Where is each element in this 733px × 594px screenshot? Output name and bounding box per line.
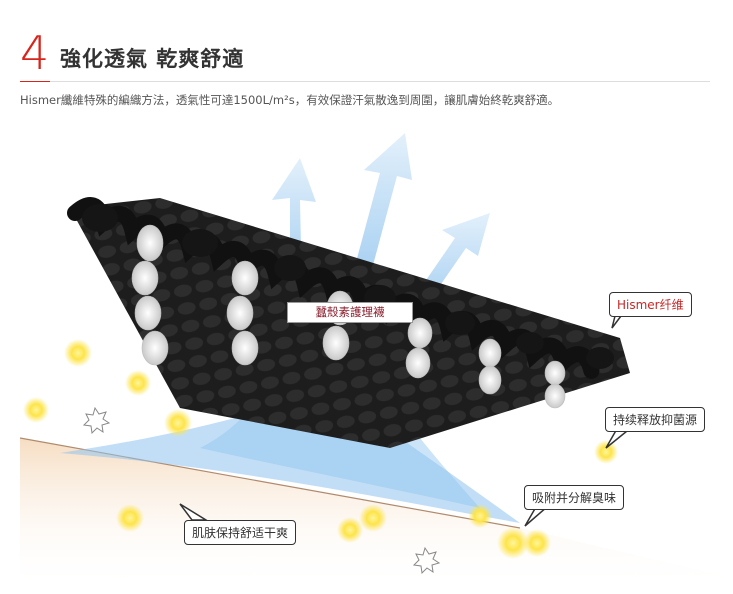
description-text: Hismer纖維特殊的編織方法，透氣性可達1500L/m²s，有效保證汗氣散逸到… bbox=[20, 93, 560, 107]
section-number: 4 bbox=[20, 26, 50, 80]
callout-antibacterial: 持续释放抑菌源 bbox=[605, 407, 706, 432]
header-divider bbox=[20, 81, 710, 82]
airflow-skin bbox=[60, 388, 520, 523]
odor-particles bbox=[82, 406, 441, 575]
illustration-svg bbox=[19, 133, 733, 590]
callout-skin: 肌肤保持舒适干爽 bbox=[184, 520, 297, 545]
product-label: 蠶殼素護理襪 bbox=[287, 302, 413, 323]
section-header: 4 強化透氣 乾爽舒適 bbox=[20, 26, 720, 82]
breathability-illustration bbox=[0, 118, 733, 590]
callout-odor: 吸附并分解臭味 bbox=[524, 485, 625, 510]
section-title: 強化透氣 乾爽舒適 bbox=[60, 47, 245, 71]
antibacterial-particles bbox=[23, 339, 618, 559]
fiber-weave bbox=[67, 197, 630, 448]
callout-fiber: Hismer纤维 bbox=[609, 292, 692, 317]
